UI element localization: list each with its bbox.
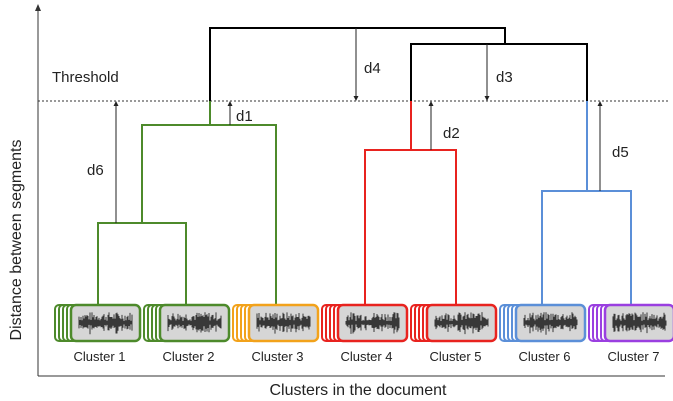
cluster-4-waveform bbox=[345, 312, 400, 334]
cluster-7-stack: Cluster 7 bbox=[588, 303, 673, 364]
y-axis-arrowhead bbox=[35, 4, 41, 11]
distance-arrows bbox=[113, 28, 603, 223]
cluster-1-stack: Cluster 1 bbox=[54, 303, 142, 364]
blue-subtree bbox=[541, 101, 632, 310]
cluster-5-stack: Cluster 5 bbox=[410, 303, 498, 364]
d3-label: d3 bbox=[496, 69, 513, 86]
cluster-1-card-front bbox=[69, 303, 142, 343]
cluster-3-stack: Cluster 3 bbox=[232, 303, 320, 364]
y-axis-label: Distance between segments bbox=[8, 140, 25, 341]
d4-arrowhead bbox=[353, 96, 359, 101]
cluster-1-label: Cluster 1 bbox=[73, 349, 125, 364]
cluster-6-stack: Cluster 6 bbox=[499, 303, 587, 364]
cluster-3-waveform bbox=[256, 312, 311, 334]
cluster-stacks: Cluster 1 Cluster 2 Cluster 3 Cluster 4 Clus… bbox=[54, 303, 673, 364]
d5-label: d5 bbox=[612, 144, 629, 161]
cluster-2-label: Cluster 2 bbox=[162, 349, 214, 364]
cluster-5-waveform bbox=[434, 312, 489, 335]
cluster-6-label: Cluster 6 bbox=[518, 349, 570, 364]
cluster-4-card-front bbox=[336, 303, 409, 343]
x-axis-label: Clusters in the document bbox=[270, 382, 448, 399]
cluster-2-card-front bbox=[158, 303, 231, 343]
cluster-7-label: Cluster 7 bbox=[607, 349, 659, 364]
d2-label: d2 bbox=[443, 125, 460, 142]
d6-label: d6 bbox=[87, 162, 104, 179]
red-subtree bbox=[364, 101, 457, 310]
cluster-2-stack: Cluster 2 bbox=[143, 303, 231, 364]
cluster-2-waveform bbox=[167, 312, 222, 333]
d6-arrowhead bbox=[113, 101, 119, 106]
cluster-4-stack: Cluster 4 bbox=[321, 303, 409, 364]
d5-arrowhead bbox=[597, 101, 603, 106]
cluster-6-waveform bbox=[523, 312, 578, 335]
cluster-1-waveform bbox=[78, 312, 133, 335]
cluster-4-label: Cluster 4 bbox=[340, 349, 392, 364]
cluster-5-label: Cluster 5 bbox=[429, 349, 481, 364]
d4-label: d4 bbox=[364, 60, 381, 77]
d1-arrowhead bbox=[227, 101, 233, 106]
d1-label: d1 bbox=[236, 108, 253, 125]
cluster-7-waveform bbox=[612, 312, 667, 334]
cluster-3-label: Cluster 3 bbox=[251, 349, 303, 364]
d3-arrowhead bbox=[484, 96, 490, 101]
merge-links bbox=[209, 27, 588, 101]
d2-arrowhead bbox=[428, 101, 434, 106]
green-subtree bbox=[97, 101, 277, 310]
threshold-label: Threshold bbox=[52, 69, 119, 86]
